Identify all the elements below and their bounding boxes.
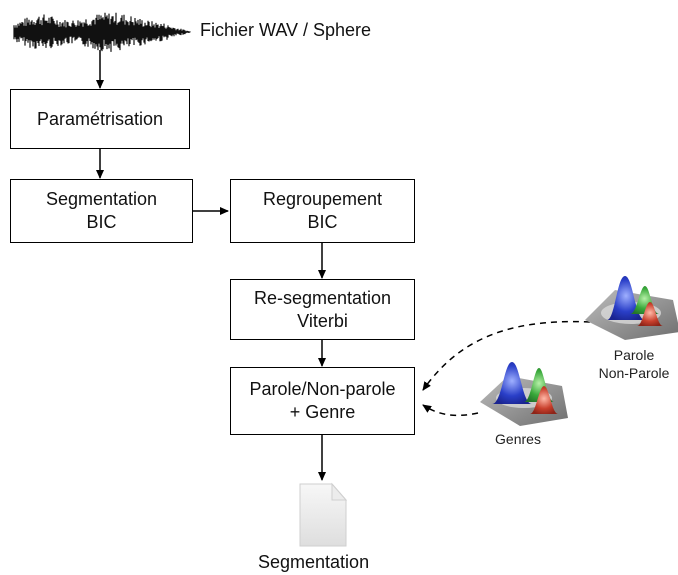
parole-model-icon (585, 276, 678, 340)
box-resegmentation-viterbi-line2: Viterbi (297, 310, 348, 331)
box-parole-genre-line2: + Genre (289, 402, 356, 422)
box-regroupement-bic: Regroupement BIC (230, 179, 415, 243)
genres-model-label: Genres (495, 431, 541, 447)
box-resegmentation-viterbi: Re-segmentation Viterbi (230, 279, 415, 340)
box-parole-genre: Parole/Non-parole + Genre (230, 367, 415, 435)
box-regroupement-bic-line1: Regroupement (262, 189, 383, 209)
parole-model-label-line2: Non-Parole (598, 365, 670, 381)
output-label: Segmentation (258, 552, 370, 572)
document-icon (299, 482, 348, 547)
genres-model-icon (480, 362, 568, 426)
arrow-parole-model (422, 320, 591, 391)
box-parole-genre-line1: Parole/Non-parole (249, 379, 396, 399)
box-segmentation-bic-line2: BIC (86, 212, 117, 232)
waveform-icon (13, 12, 191, 52)
waveform-strokes (13, 12, 191, 52)
box-regroupement-bic-line2: BIC (307, 212, 338, 232)
parole-model-label-line1: Parole (613, 347, 655, 363)
arrow-genres-model (422, 404, 479, 417)
box-resegmentation-viterbi-line1: Re-segmentation (253, 287, 392, 308)
flow-arrows (96, 50, 326, 481)
box-parametrisation-label: Paramétrisation (36, 108, 164, 129)
box-parametrisation: Paramétrisation (10, 89, 190, 149)
box-segmentation-bic: Segmentation BIC (10, 179, 193, 243)
model-arrows (422, 320, 591, 417)
input-file-label: Fichier WAV / Sphere (200, 20, 372, 40)
parole-model-label: Parole Non-Parole (590, 346, 678, 382)
box-segmentation-bic-line1: Segmentation (45, 189, 158, 209)
